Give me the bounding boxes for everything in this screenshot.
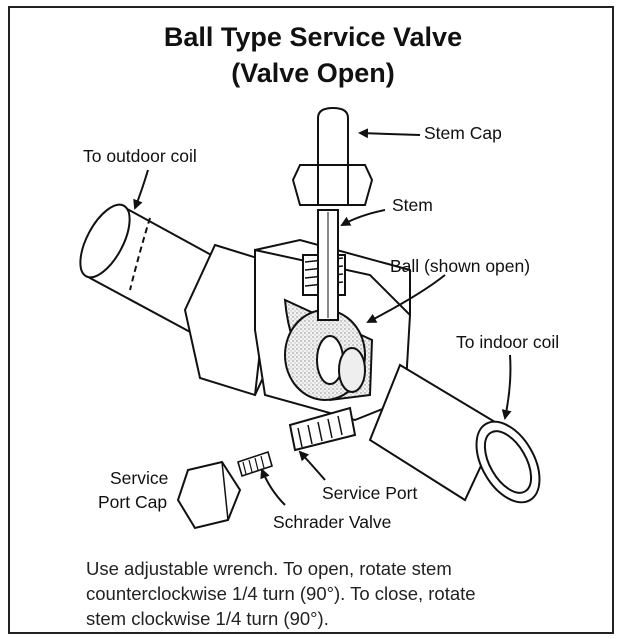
ball-icon [284,309,366,401]
caption-line-2: counterclockwise 1/4 turn (90°). To clos… [86,583,476,604]
stem-cap-icon [291,106,374,206]
leader-arrows [133,128,512,506]
schrader-valve-icon [237,450,273,478]
indoor-pipe [368,363,541,504]
service-port-icon [288,406,357,452]
label-service-port-cap-line2: Port Cap [98,492,168,512]
caption-line-1: Use adjustable wrench. To open, rotate s… [86,558,452,579]
label-to-outdoor-coil: To outdoor coil [83,146,197,166]
diagram-subtitle: (Valve Open) [231,58,395,88]
label-service-port-cap-line1: Service [110,468,169,488]
service-port-cap-icon [176,460,242,530]
caption-line-3: stem clockwise 1/4 turn (90°). [86,608,329,629]
label-stem: Stem [392,195,433,215]
diagram-title: Ball Type Service Valve [163,22,463,52]
label-to-indoor-coil: To indoor coil [456,332,560,352]
label-service-port: Service Port [322,483,418,503]
label-stem-cap: Stem Cap [424,123,502,143]
instruction-caption: Use adjustable wrench. To open, rotate s… [86,556,606,631]
label-schrader-valve: Schrader Valve [273,512,392,532]
label-ball: Ball (shown open) [390,256,531,276]
stem-icon [302,209,346,321]
